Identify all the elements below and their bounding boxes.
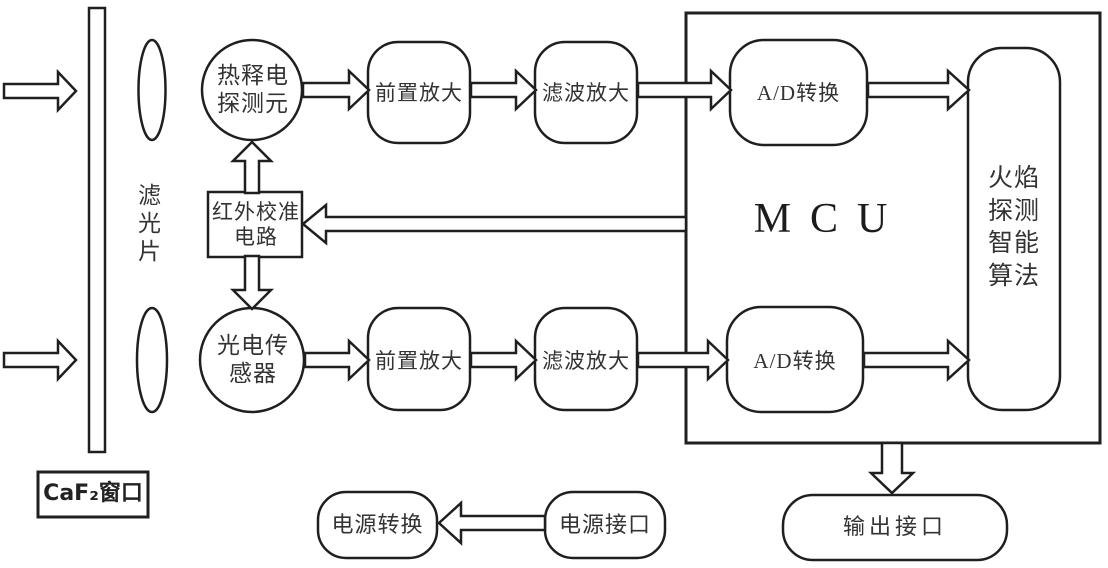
output-port-label: 输出接口 [842,514,947,539]
arrow-pyro-to-preamp1 [301,68,371,112]
pyro-detector-label: 热释电 探测元 [217,63,289,116]
filter-window-plate [87,6,107,454]
preamp1-label: 前置放大 [375,81,463,105]
calibration-label: 红外校准 电路 [212,200,300,250]
arrow-calibration-to-photo [229,254,275,311]
arrow-mcu-to-output [867,441,917,495]
arrow-preamp2-to-filteramp2 [469,338,538,382]
arrow-photo-to-preamp2 [303,338,371,382]
lens-top [137,38,167,142]
power-port-label: 电源接口 [558,512,651,537]
arrow-filteramp1-to-adc1 [636,68,733,112]
filter-amp2-label: 滤波放大 [542,349,630,373]
adc2-label: A/D转换 [753,349,837,373]
power-convert-label: 电源转换 [331,512,424,537]
arrow-filteramp2-to-adc2 [636,338,730,382]
power-convert-outline [316,490,439,560]
algorithm-outline [966,46,1062,412]
preamp2-label: 前置放大 [375,349,463,373]
arrow-radiation-bottom [2,337,78,383]
arrow-preamp1-to-filteramp1 [469,68,538,112]
lens-bottom [135,306,169,414]
arrow-calibration-to-pyro [229,140,275,195]
filter-amp1-label: 滤波放大 [542,81,630,105]
arrow-mcu-to-calibration [301,202,688,246]
caf2-window-label: CaF₂窗口 [43,481,143,506]
calibration-outline [206,190,304,259]
mcu-label: MCU [753,196,907,242]
arrow-powerport-to-powerconvert [437,500,547,546]
arrow-adc2-to-algorithm [862,338,971,382]
photo-sensor-label: 光电传 感器 [217,333,289,386]
output-port-outline [781,493,1009,562]
caf2-window-outline [36,470,150,519]
adc1-label: A/D转换 [756,81,841,105]
arrow-adc1-to-algorithm [866,68,971,112]
arrow-radiation-top [2,68,78,114]
filter-plate-label: 滤 光 片 [138,183,162,265]
algorithm-label: 火焰 探测 智能 算法 [987,165,1040,290]
